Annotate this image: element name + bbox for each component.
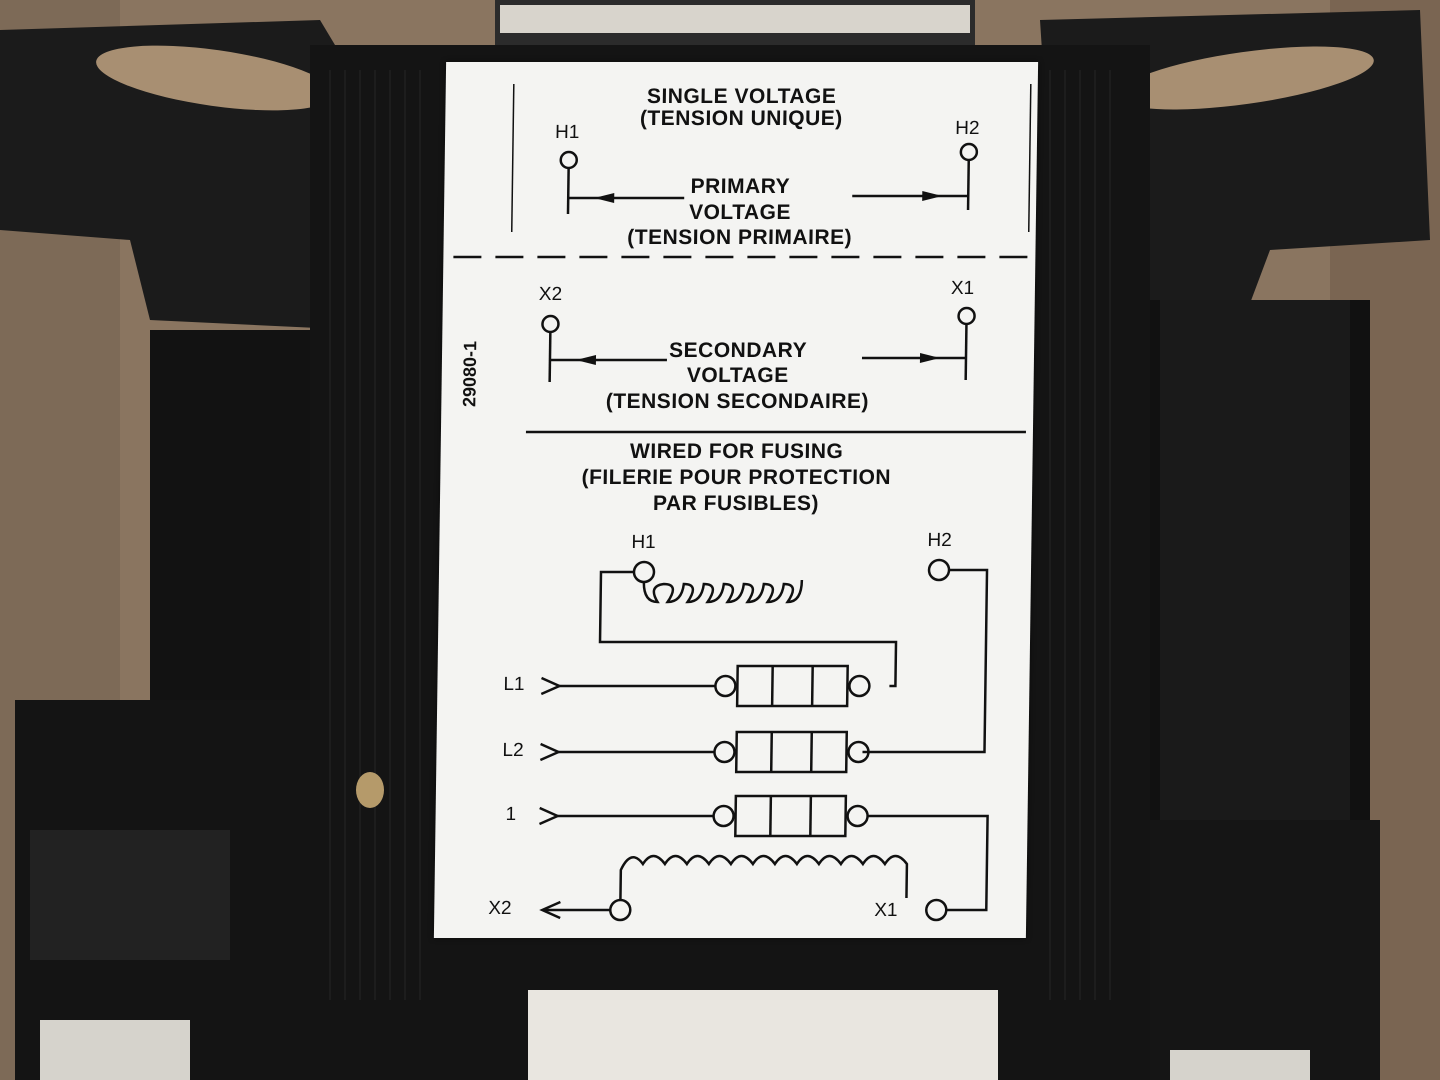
primary-right-terminal: H2 [955, 118, 980, 139]
secondary-line2: VOLTAGE [686, 364, 789, 387]
secondary-left-terminal: X2 [538, 284, 563, 305]
primary-line2: VOLTAGE [688, 201, 792, 224]
primary-left-terminal: H1 [554, 122, 580, 143]
fusing-top-right-terminal: H2 [927, 530, 952, 551]
input-1-label: 1 [505, 804, 517, 825]
input-l2-label: L2 [502, 740, 524, 761]
fusing-line2: (FILERIE POUR PROTECTION [581, 466, 892, 489]
bottom-sticker [528, 990, 998, 1080]
wiring-diagram [453, 84, 1032, 922]
fusing-top-left-terminal: H1 [631, 532, 656, 553]
secondary-line1: SECONDARY [668, 339, 808, 362]
primary-line1: PRIMARY [690, 175, 791, 198]
fusing-line3: PAR FUSIBLES) [652, 492, 820, 515]
secondary-line3: (TENSION SECONDAIRE) [605, 390, 870, 413]
single-voltage-title-fr: (TENSION UNIQUE) [639, 107, 843, 130]
secondary-right-terminal: X1 [950, 278, 975, 299]
wiring-label: SINGLE VOLTAGE (TENSION UNIQUE) H1 H2 PR… [433, 62, 1039, 938]
output-x1-label: X1 [874, 900, 898, 921]
part-code: 29080-1 [459, 340, 481, 407]
fusing-line1: WIRED FOR FUSING [629, 440, 844, 463]
input-l1-label: L1 [503, 674, 525, 695]
output-x2-label: X2 [488, 898, 512, 919]
primary-line3: (TENSION PRIMAIRE) [627, 226, 853, 249]
